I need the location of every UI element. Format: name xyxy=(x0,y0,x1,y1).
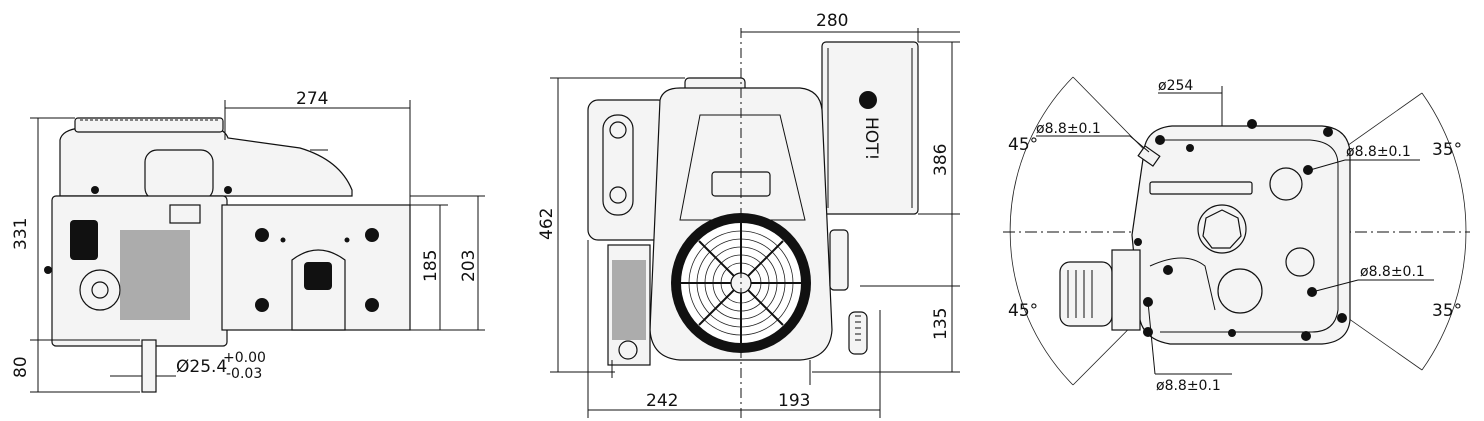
dim-135: 135 xyxy=(931,308,951,340)
dim-hole-top-left: ø8.8±0.1 xyxy=(1036,121,1101,137)
angle-bottom-left: 45° xyxy=(1008,301,1038,321)
angle-top-left: 45° xyxy=(1008,135,1038,155)
dim-hole-bottom: ø8.8±0.1 xyxy=(1156,378,1221,394)
bottom-view-engine-base xyxy=(1059,119,1351,345)
dim-tolerance-upper: +0.00 xyxy=(223,350,266,366)
side-view: 274 331 80 185 203 Ø25.4 +0.00 -0.03 xyxy=(11,89,485,393)
side-view-engine-body xyxy=(44,117,411,393)
dim-462: 462 xyxy=(537,208,557,240)
dim-280: 280 xyxy=(816,11,848,31)
bottom-view-leaders xyxy=(1036,92,1434,375)
bottom-view: ø254 ø8.8±0.1 ø8.8±0.1 ø8.8±0.1 ø8.8±0.1… xyxy=(1003,76,1470,394)
dim-193: 193 xyxy=(778,391,810,411)
front-view-engine-body: HOT! xyxy=(587,41,919,385)
dim-hole-right: ø8.8±0.1 xyxy=(1360,264,1425,280)
angle-bottom-right: 35° xyxy=(1432,301,1462,321)
dim-80: 80 xyxy=(11,356,31,378)
dim-185: 185 xyxy=(421,250,441,282)
dim-diameter-254: ø254 xyxy=(1158,78,1193,94)
front-view-dimensions xyxy=(550,28,960,418)
front-view: HOT! xyxy=(537,11,960,418)
dim-331: 331 xyxy=(11,218,31,250)
brand-logo-text: HOT! xyxy=(861,117,881,160)
side-view-dimensions xyxy=(30,100,485,393)
dim-shaft-diameter: Ø25.4 xyxy=(176,357,227,377)
dim-386: 386 xyxy=(931,144,951,176)
dim-203: 203 xyxy=(459,250,479,282)
angle-top-right: 35° xyxy=(1432,140,1462,160)
dim-274: 274 xyxy=(296,89,328,109)
dim-242: 242 xyxy=(646,391,678,411)
dim-hole-top-right: ø8.8±0.1 xyxy=(1346,144,1411,160)
dim-tolerance-lower: -0.03 xyxy=(226,366,262,382)
